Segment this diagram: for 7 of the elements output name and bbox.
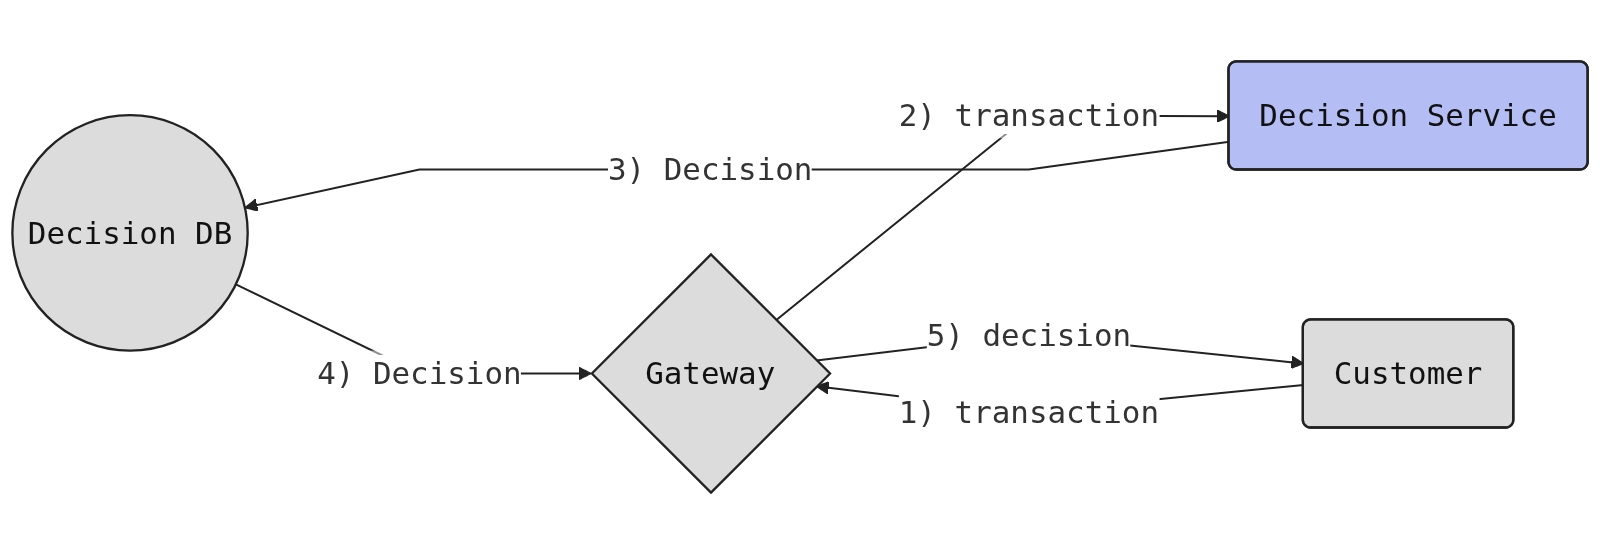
edge-label: 4) Decision [317, 354, 522, 393]
edge-label: 5) decision [926, 316, 1132, 354]
edge-label: 2) transaction [898, 96, 1160, 134]
edge-label: 3) Decision [607, 150, 813, 189]
edge-label: 1) transaction [898, 393, 1160, 431]
node-diamond: Gateway [590, 252, 832, 495]
node-circle: Decision DB [11, 114, 249, 352]
